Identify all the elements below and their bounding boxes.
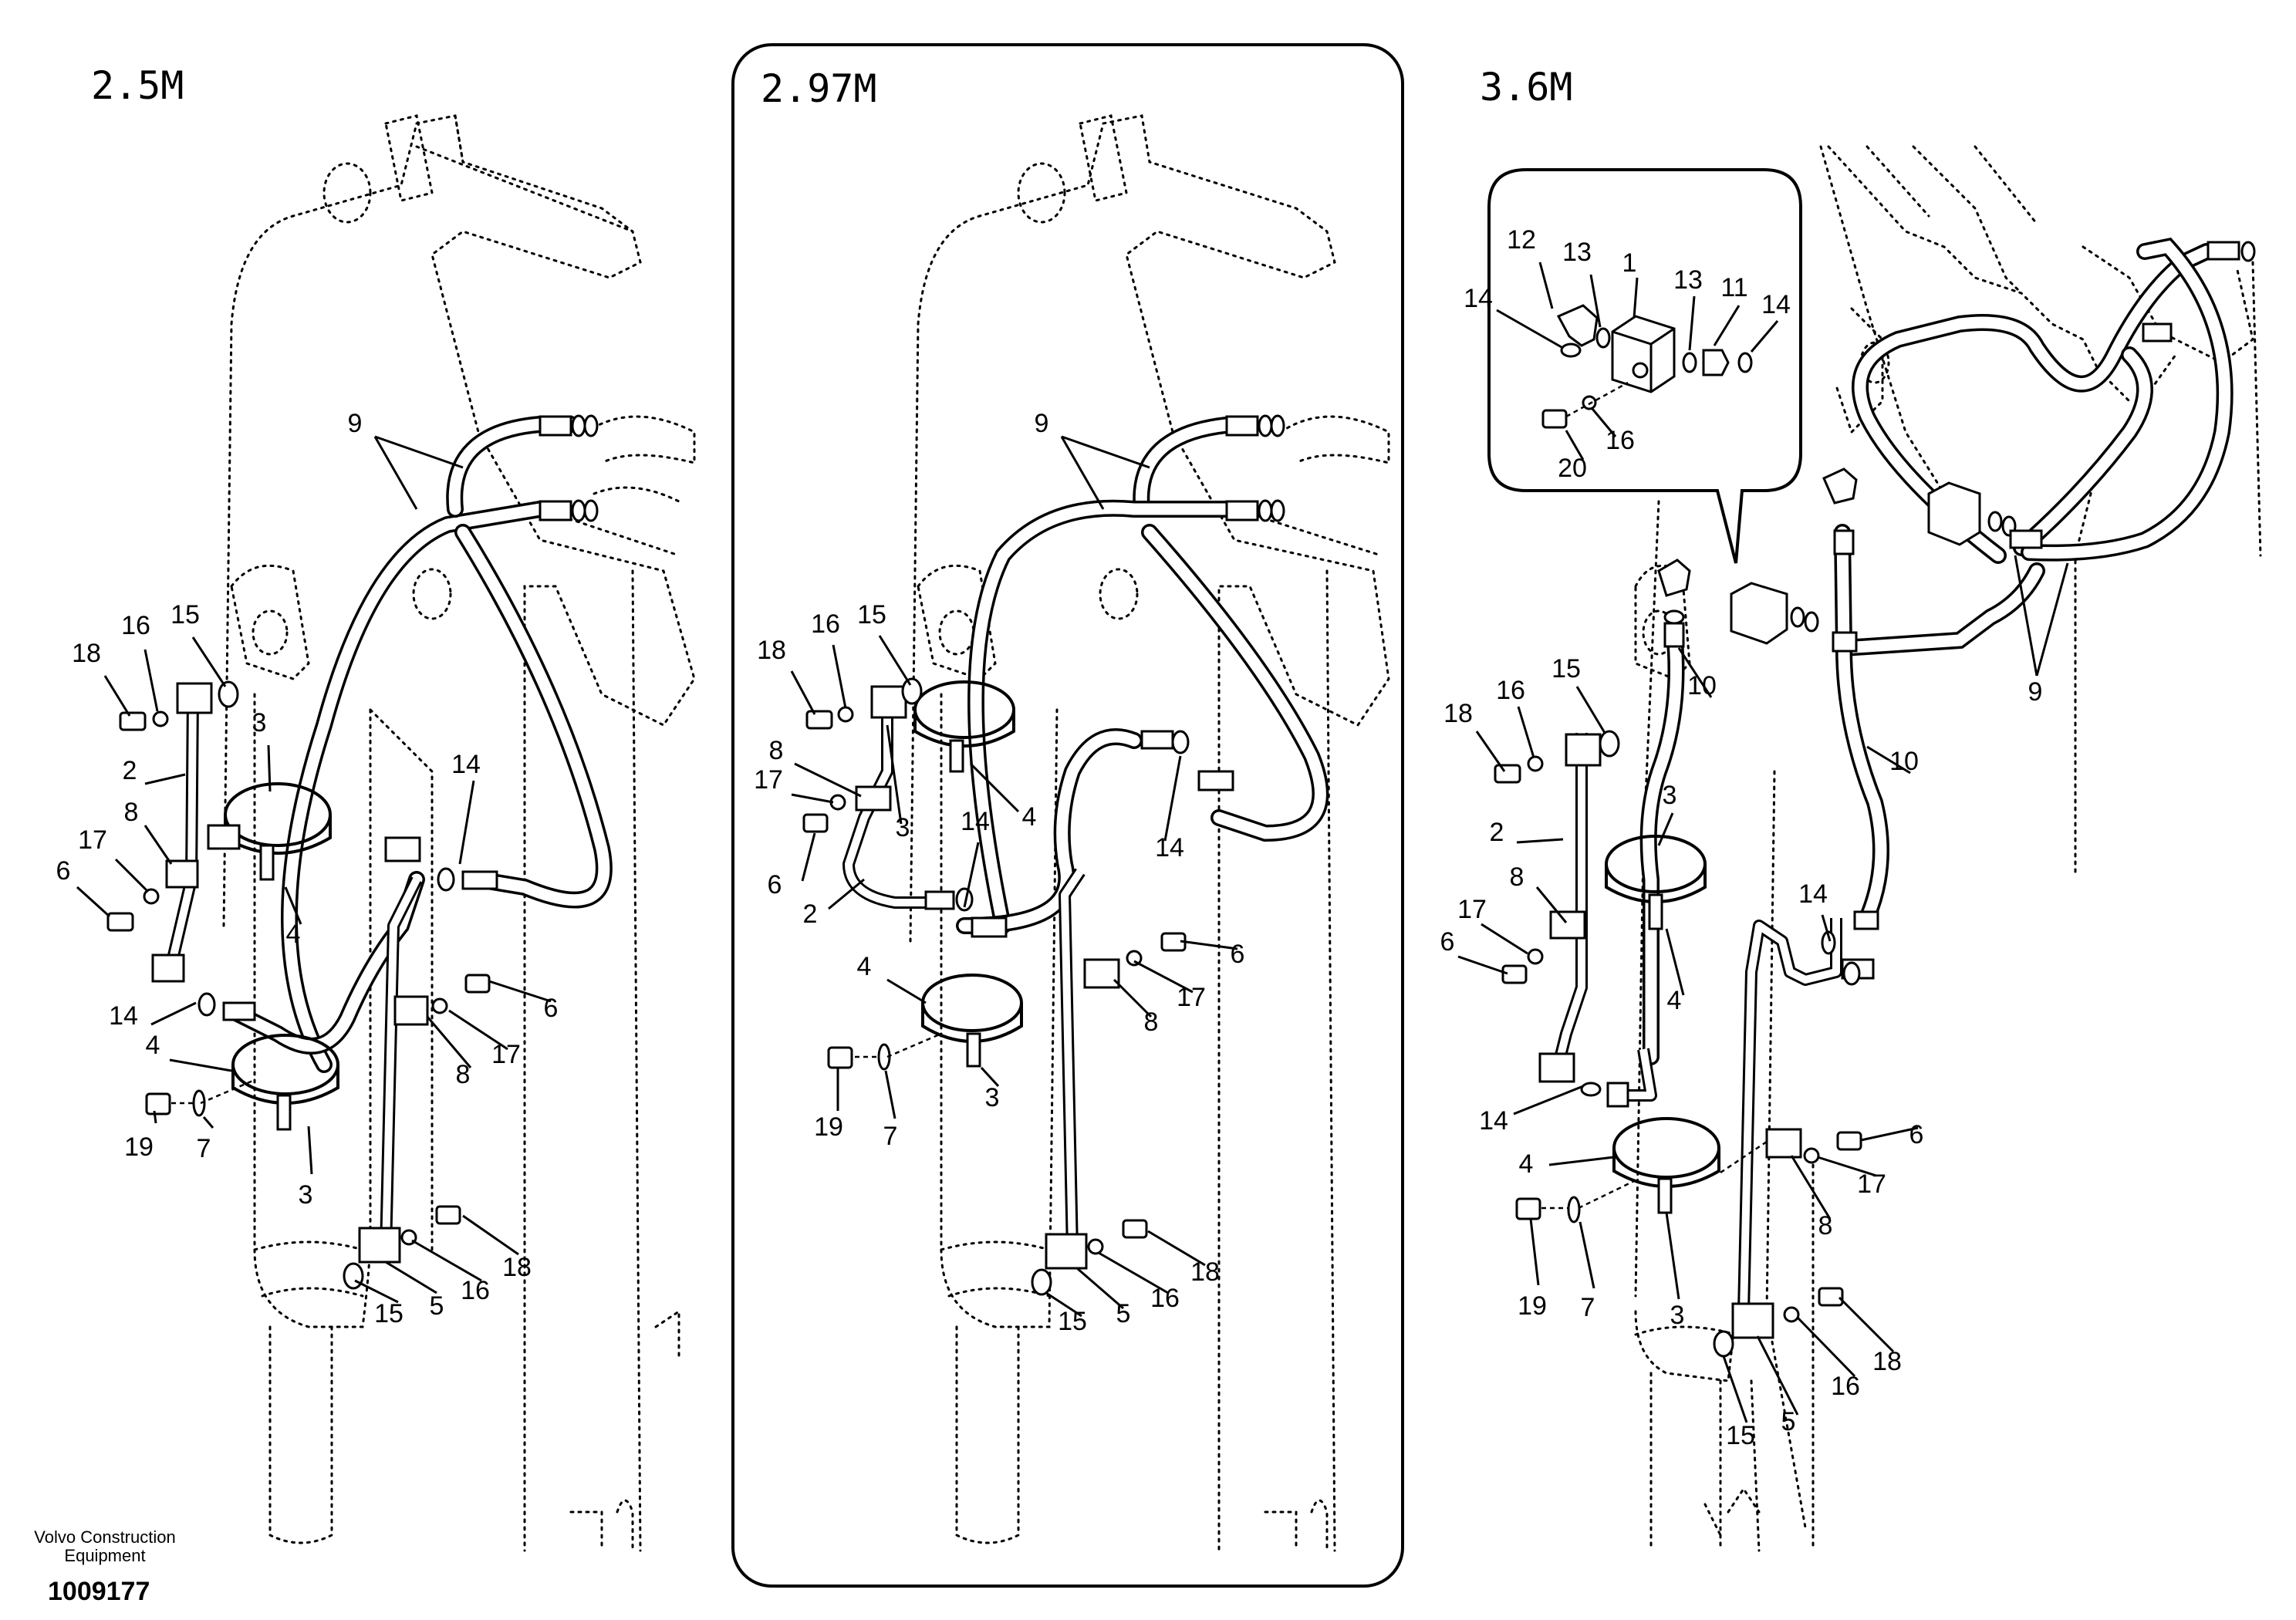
leader-lines-left xyxy=(76,435,552,1304)
part-number-label: 7 xyxy=(883,1122,898,1151)
part-number-label: 18 xyxy=(1443,699,1473,728)
part-number-label: 2 xyxy=(123,756,137,785)
part-number-label: 5 xyxy=(1116,1299,1131,1328)
part-number-label: 14 xyxy=(1479,1106,1508,1136)
part-number-label: 3 xyxy=(896,813,910,842)
part-number-label: 19 xyxy=(1518,1291,1547,1321)
part-number-label: 4 xyxy=(1022,802,1037,832)
part-number-label: 18 xyxy=(1190,1257,1220,1287)
part-number-label: 17 xyxy=(1857,1169,1886,1199)
part-number-label: 5 xyxy=(1781,1407,1796,1436)
inset-callout-box xyxy=(1487,168,1802,564)
part-number-label: 14 xyxy=(961,807,990,836)
part-number-label: 14 xyxy=(451,750,481,779)
part-number-label: 16 xyxy=(1496,676,1525,705)
part-number-label: 9 xyxy=(1035,409,1049,438)
boom-outline-middle xyxy=(909,114,1390,1552)
part-number-label: 6 xyxy=(1440,927,1455,957)
panel-frame-middle xyxy=(731,43,1404,1588)
hose-assembly-right xyxy=(1494,237,2256,1358)
part-number-label: 20 xyxy=(1558,454,1587,483)
part-number-label: 10 xyxy=(1889,747,1919,776)
part-number-label: 8 xyxy=(1144,1007,1159,1037)
hose-assembly-middle xyxy=(802,414,1329,1296)
part-number-label: 3 xyxy=(252,708,267,737)
part-number-label: 18 xyxy=(502,1253,532,1282)
hose-assembly-left xyxy=(106,414,613,1290)
part-number-label: 19 xyxy=(124,1132,154,1162)
part-number-label: 17 xyxy=(754,765,783,795)
part-number-label: 5 xyxy=(430,1291,444,1321)
part-number-label: 7 xyxy=(1581,1293,1595,1322)
part-number-label: 15 xyxy=(1551,654,1581,683)
part-number-label: 6 xyxy=(768,870,782,899)
part-number-label: 4 xyxy=(286,920,301,949)
part-number-label: 16 xyxy=(461,1276,490,1305)
part-number-label: 3 xyxy=(1663,781,1677,810)
part-number-label: 17 xyxy=(78,825,107,855)
part-number-label: 8 xyxy=(124,798,139,827)
part-number-label: 3 xyxy=(1670,1301,1685,1330)
part-number-label: 2 xyxy=(803,899,818,929)
part-number-label: 6 xyxy=(544,994,559,1023)
part-number-label: 4 xyxy=(1667,986,1682,1015)
part-number-label: 14 xyxy=(1464,284,1493,313)
part-number-label: 16 xyxy=(1150,1284,1180,1313)
part-number-label: 3 xyxy=(985,1083,1000,1112)
leader-lines-right xyxy=(1457,555,2069,1423)
part-number-label: 6 xyxy=(1909,1120,1924,1149)
part-number-label: 4 xyxy=(1519,1149,1534,1179)
part-number-label: 18 xyxy=(72,639,101,668)
part-number-label: 18 xyxy=(1872,1347,1902,1376)
part-number-label: 14 xyxy=(1155,833,1184,862)
part-number-label: 9 xyxy=(2028,677,2043,707)
part-number-label: 16 xyxy=(811,609,840,639)
part-number-label: 6 xyxy=(1231,940,1245,969)
part-number-label: 10 xyxy=(1687,671,1717,700)
part-number-label: 11 xyxy=(1720,273,1747,302)
part-number-label: 8 xyxy=(1510,862,1524,892)
part-number-label: 13 xyxy=(1562,238,1592,267)
part-number-label: 1 xyxy=(1622,248,1637,278)
part-number-label: 6 xyxy=(56,856,71,886)
part-number-label: 18 xyxy=(757,636,786,665)
panel-title-left: 2.5M xyxy=(91,63,184,108)
part-number-label: 19 xyxy=(814,1112,843,1142)
part-number-label: 15 xyxy=(857,600,886,629)
part-number-label: 15 xyxy=(171,600,200,629)
part-number-label: 8 xyxy=(769,736,784,765)
part-number-label: 15 xyxy=(1726,1421,1755,1450)
part-number-label: 8 xyxy=(456,1060,471,1089)
company-name-line1: Volvo Construction xyxy=(34,1527,175,1547)
part-number-label: 7 xyxy=(197,1134,211,1163)
part-number-label: 14 xyxy=(1798,879,1828,909)
part-number-label: 8 xyxy=(1818,1211,1833,1240)
part-number-label: 17 xyxy=(1177,983,1206,1012)
part-number-label: 4 xyxy=(146,1031,160,1060)
part-number-label: 17 xyxy=(491,1040,521,1069)
leader-lines-middle xyxy=(790,435,1238,1318)
valve-block-inset xyxy=(1496,262,1779,461)
part-number-label: 12 xyxy=(1507,225,1536,255)
part-number-label: 15 xyxy=(374,1299,403,1328)
part-number-label: 16 xyxy=(121,611,150,640)
panel-title-middle: 2.97M xyxy=(761,66,877,111)
panel-title-right: 3.6M xyxy=(1480,65,1572,110)
part-number-label: 9 xyxy=(348,409,363,438)
part-number-label: 14 xyxy=(1761,290,1791,319)
part-number-label: 16 xyxy=(1606,426,1635,455)
part-number-label: 13 xyxy=(1673,265,1703,295)
company-name-line2: Equipment xyxy=(64,1546,145,1565)
part-number-label: 14 xyxy=(109,1001,138,1031)
part-number-label: 2 xyxy=(1490,818,1504,847)
part-number-label: 4 xyxy=(857,952,872,981)
part-number-label: 3 xyxy=(299,1180,313,1210)
part-number-label: 16 xyxy=(1831,1372,1860,1401)
part-number-label: 15 xyxy=(1058,1307,1087,1336)
part-number-label: 17 xyxy=(1457,895,1487,924)
document-number: 1009177 xyxy=(48,1577,150,1606)
